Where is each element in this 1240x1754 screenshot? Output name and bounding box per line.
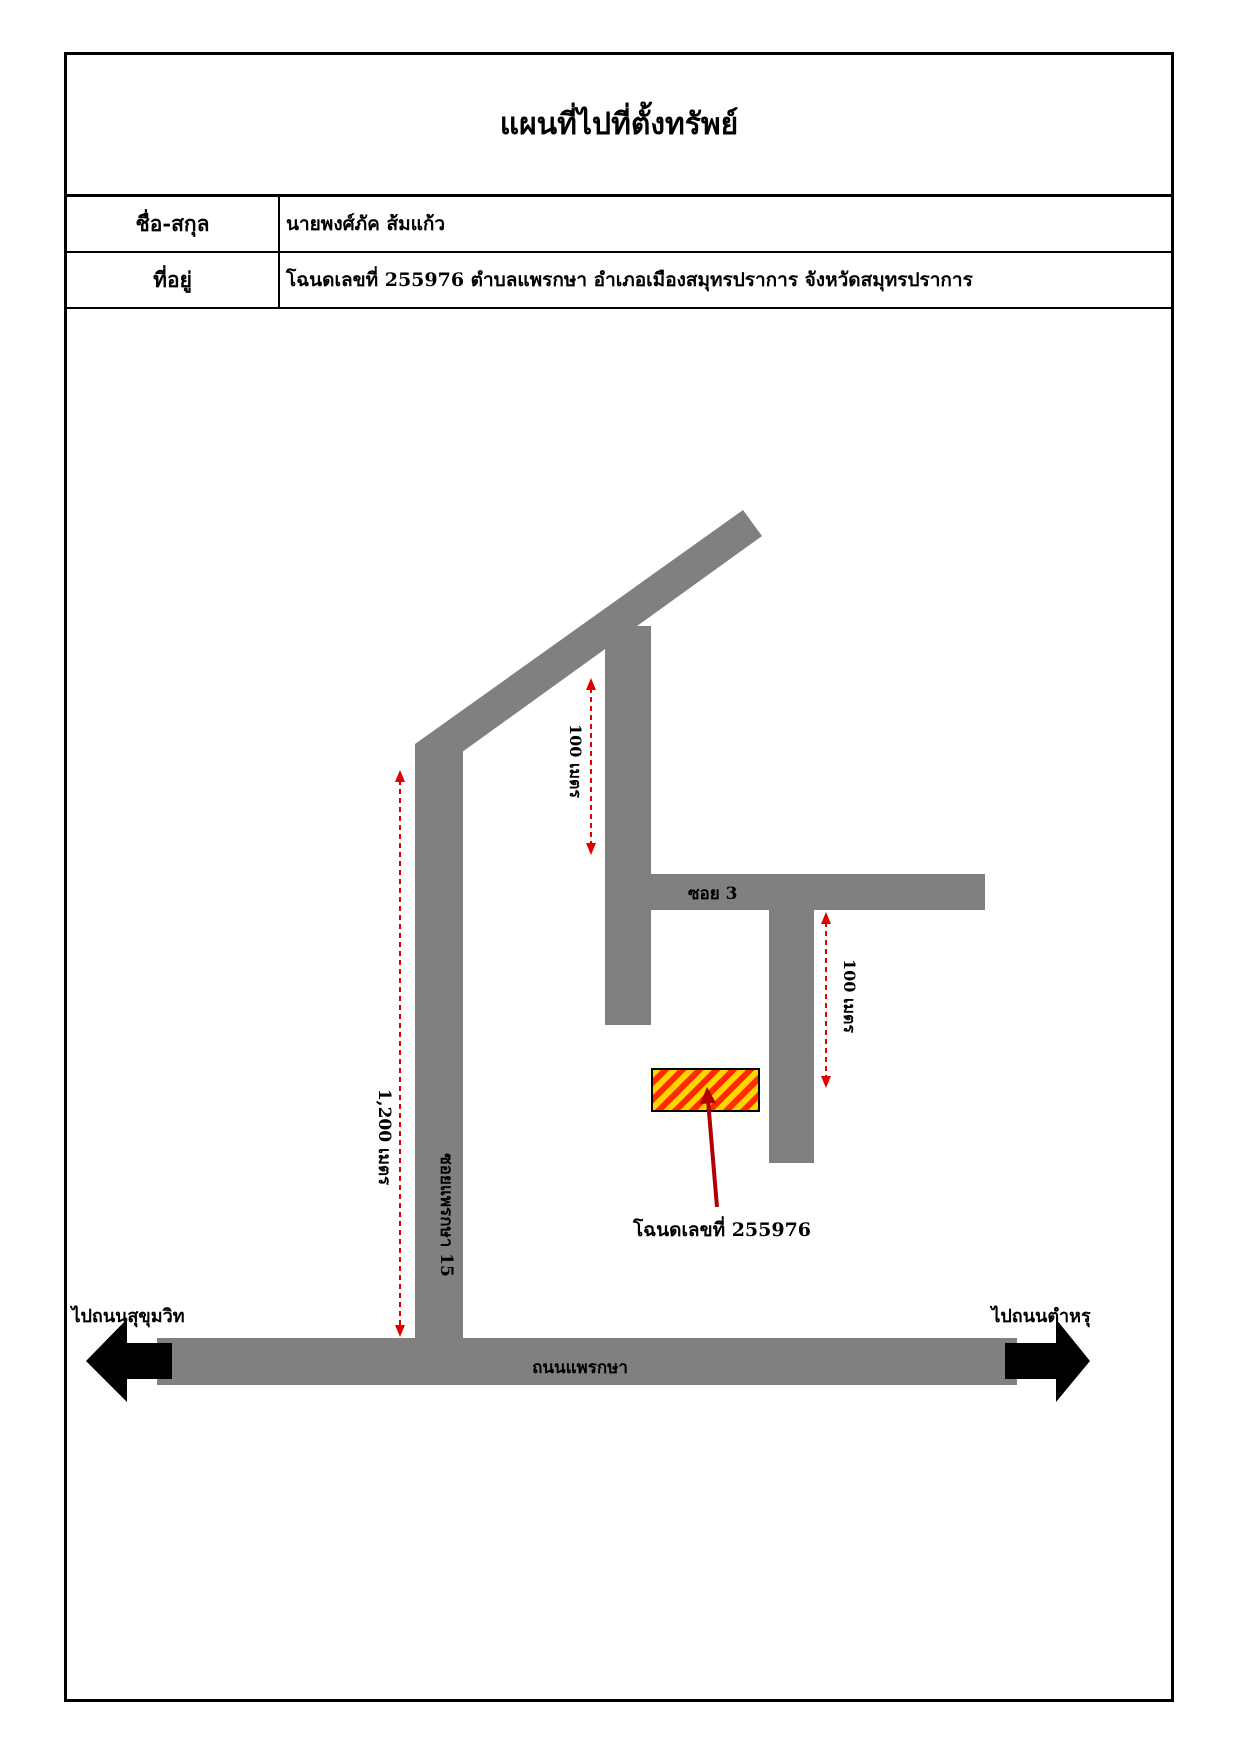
distance-arrowheads	[395, 678, 831, 1337]
name-row: ชื่อ-สกุล นายพงศ์ภัค ส้มแก้ว	[67, 197, 1171, 253]
direction-right-label: ไปถนนตำหรุ	[989, 1305, 1091, 1328]
side-road	[415, 744, 463, 1340]
arrow-right-icon	[1005, 1319, 1090, 1402]
arrow-left-icon	[86, 1319, 172, 1402]
arrowhead-down-icon	[586, 843, 596, 855]
map-sheet-frame: แผนที่ไปที่ตั้งทรัพย์ ชื่อ-สกุล นายพงศ์ภ…	[64, 52, 1174, 1702]
roads	[157, 510, 1017, 1385]
arrowhead-down-icon	[395, 1325, 405, 1337]
pointer-arrowhead-icon	[700, 1087, 716, 1104]
alley-label: ซอย 3	[688, 884, 737, 904]
arrowhead-down-icon	[821, 1076, 831, 1088]
property-pointer	[706, 1099, 719, 1208]
branch-road-upper	[605, 626, 651, 1025]
address-value: โฉนดเลขที่ 255976 ตำบลแพรกษา อำเภอเมืองส…	[286, 269, 973, 291]
name-label: ชื่อ-สกุล	[67, 197, 280, 251]
arrowhead-up-icon	[395, 770, 405, 782]
side-road-label: ซอยแพรกษา 15	[436, 1153, 456, 1277]
address-label: ที่อยู่	[67, 253, 280, 307]
property-parcel	[651, 1068, 760, 1112]
address-row: ที่อยู่ โฉนดเลขที่ 255976 ตำบลแพรกษา อำเ…	[67, 253, 1171, 309]
branch-road-lower	[769, 874, 814, 1163]
name-value: นายพงศ์ภัค ส้มแก้ว	[286, 213, 446, 235]
diagonal-road	[415, 510, 762, 768]
direction-left-label: ไปถนนสุขุมวิท	[69, 1305, 184, 1328]
property-label: โฉนดเลขที่ 255976	[632, 1216, 811, 1241]
main-road-label: ถนนแพรกษา	[532, 1358, 628, 1378]
distance-long-label: 1,200 เมตร	[374, 1089, 394, 1186]
main-road	[157, 1338, 1017, 1385]
arrowhead-up-icon	[821, 912, 831, 924]
arrowhead-up-icon	[586, 678, 596, 690]
distance-lower-label: 100 เมตร	[840, 959, 859, 1033]
title-row: แผนที่ไปที่ตั้งทรัพย์	[67, 55, 1171, 197]
distance-markers	[399, 688, 827, 1328]
page-title: แผนที่ไปที่ตั้งทรัพย์	[499, 107, 739, 142]
distance-upper-label: 100 เมตร	[566, 724, 585, 798]
